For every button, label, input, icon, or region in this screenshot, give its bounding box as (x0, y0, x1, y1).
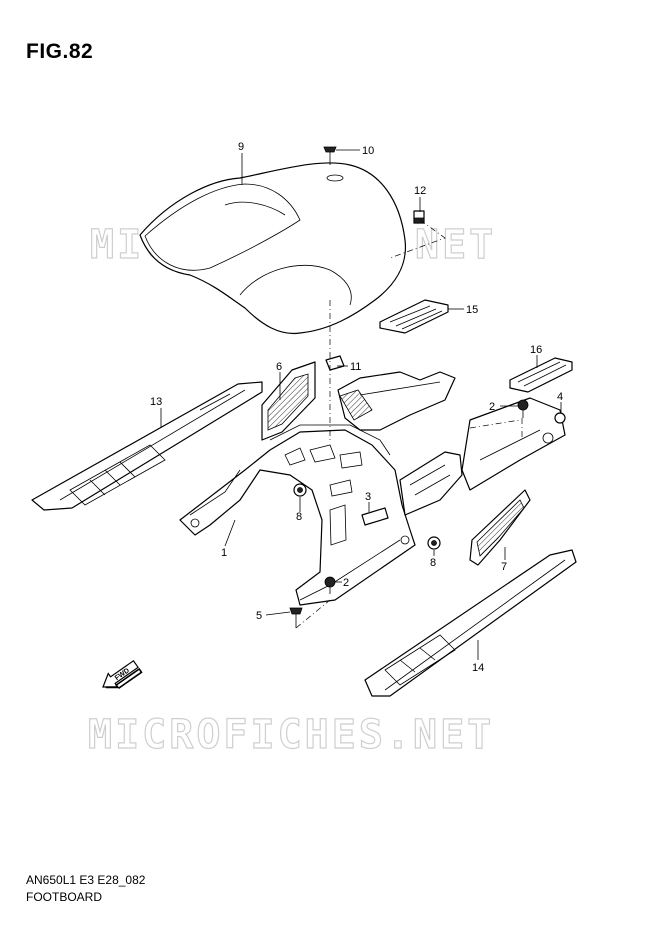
callout-9[interactable]: 9 (238, 141, 244, 153)
part-16-panel[interactable] (509, 357, 573, 393)
part-7-side-grille-right[interactable] (469, 489, 531, 566)
part-2b-grommet[interactable] (324, 576, 336, 594)
part-8b-grommet[interactable] (427, 536, 441, 550)
part-10-screw[interactable] (323, 146, 337, 165)
callout-2-lower[interactable]: 2 (343, 577, 349, 589)
part-mid-cover[interactable] (337, 371, 456, 431)
part-11-clip-nut[interactable] (325, 355, 345, 371)
fwd-arrow-icon: FWD (102, 659, 143, 689)
callout-7[interactable]: 7 (501, 561, 507, 573)
callout-4[interactable]: 4 (557, 391, 563, 403)
part-6-side-grille-left[interactable] (261, 361, 316, 441)
figure-name: FOOTBOARD (26, 890, 103, 904)
callout-2-upper[interactable]: 2 (489, 401, 495, 413)
figure-title: FIG.82 (26, 40, 94, 63)
part-13-footboard-left[interactable] (31, 381, 263, 511)
part-15-panel[interactable] (379, 299, 449, 334)
part-9-body-cover[interactable] (139, 162, 407, 335)
callout-8-right[interactable]: 8 (430, 557, 436, 569)
callout-10[interactable]: 10 (362, 145, 374, 157)
callout-13[interactable]: 13 (150, 396, 162, 408)
part-3-pad[interactable] (361, 507, 389, 526)
callouts: 9 10 12 15 16 6 11 13 2 4 3 8 1 8 7 2 5 … (150, 141, 563, 674)
callout-6[interactable]: 6 (276, 361, 282, 373)
part-8a-grommet[interactable] (293, 483, 307, 497)
part-12-clip[interactable] (413, 210, 425, 224)
leader-lines (160, 149, 562, 660)
callout-15[interactable]: 15 (466, 304, 478, 316)
callout-14[interactable]: 14 (472, 662, 484, 674)
callout-11[interactable]: 11 (350, 361, 361, 373)
callout-8-left[interactable]: 8 (296, 511, 302, 523)
callout-5[interactable]: 5 (256, 610, 262, 622)
callout-12[interactable]: 12 (414, 185, 426, 197)
part-5-bolt[interactable] (289, 607, 303, 628)
part-2a-grommet[interactable] (517, 399, 529, 418)
callout-1[interactable]: 1 (221, 547, 227, 559)
guide-lines (295, 219, 523, 629)
watermark-bottom: MICROFICHES.NET (88, 712, 494, 758)
part-14-footboard-right[interactable] (364, 549, 577, 697)
part-right-frame[interactable] (399, 397, 566, 516)
callout-3[interactable]: 3 (365, 491, 371, 503)
part-4-nut[interactable] (554, 412, 566, 424)
callout-16[interactable]: 16 (530, 344, 542, 356)
figure-code: AN650L1 E3 E28_082 (26, 873, 146, 887)
